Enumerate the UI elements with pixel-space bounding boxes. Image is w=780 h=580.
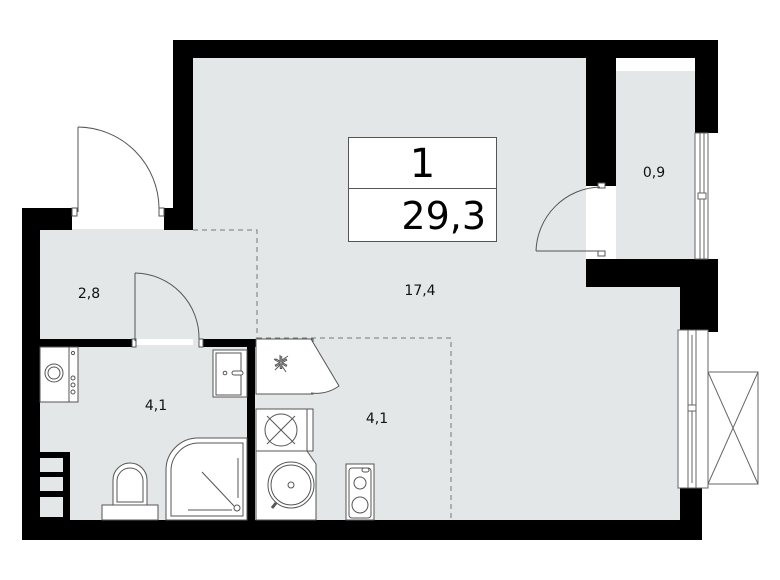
shower-cabin-icon [165, 437, 248, 521]
apartment-summary-box: 1 29,3 [348, 137, 497, 242]
balcony-area-label: 0,9 [642, 165, 666, 181]
zone-boundaries [193, 229, 452, 520]
cooktop-icon [255, 408, 314, 452]
wall-bottom [22, 520, 702, 540]
wall-hall-bath [40, 339, 132, 347]
hall-floor [40, 229, 260, 339]
wall-left-outer [22, 208, 40, 540]
washing-machine-icon [39, 346, 79, 403]
fridge-icon: * [255, 338, 340, 395]
wall-left-main [173, 40, 193, 230]
total-area: 29,3 [401, 194, 486, 238]
rooms-count: 1 [409, 141, 436, 187]
hall-area-label: 2,8 [77, 286, 101, 302]
svg-text:*: * [275, 353, 288, 383]
balcony-window [694, 132, 709, 260]
living-room-floor-right [586, 287, 680, 520]
wall-stub-entrance-right [164, 208, 193, 230]
wall-right-lower [680, 488, 702, 540]
balcony-floor [616, 71, 695, 259]
summary-divider [349, 188, 496, 189]
niche-shelves [40, 458, 63, 517]
bathroom-door[interactable] [131, 272, 204, 348]
wall-right-mid [680, 259, 718, 332]
wall-hall-bath-right [203, 339, 257, 347]
stove-icon [345, 463, 375, 521]
wall-balcony-right [695, 40, 718, 133]
living-room-area-label: 17,4 [404, 283, 436, 299]
wall-top [173, 40, 718, 58]
kitchen-sink-icon [255, 450, 317, 521]
balcony-door[interactable] [535, 182, 606, 257]
wall-bath-kitchen [247, 339, 255, 520]
living-room-window [677, 329, 709, 489]
kitchen-area-label: 4,1 [365, 411, 389, 427]
sink-icon [212, 349, 248, 398]
ac-unit-icon [707, 371, 759, 485]
entrance-door[interactable] [71, 126, 165, 217]
bathroom-area-label: 4,1 [144, 398, 168, 414]
wall-balcony-left [586, 58, 616, 186]
toilet-icon [101, 462, 159, 521]
